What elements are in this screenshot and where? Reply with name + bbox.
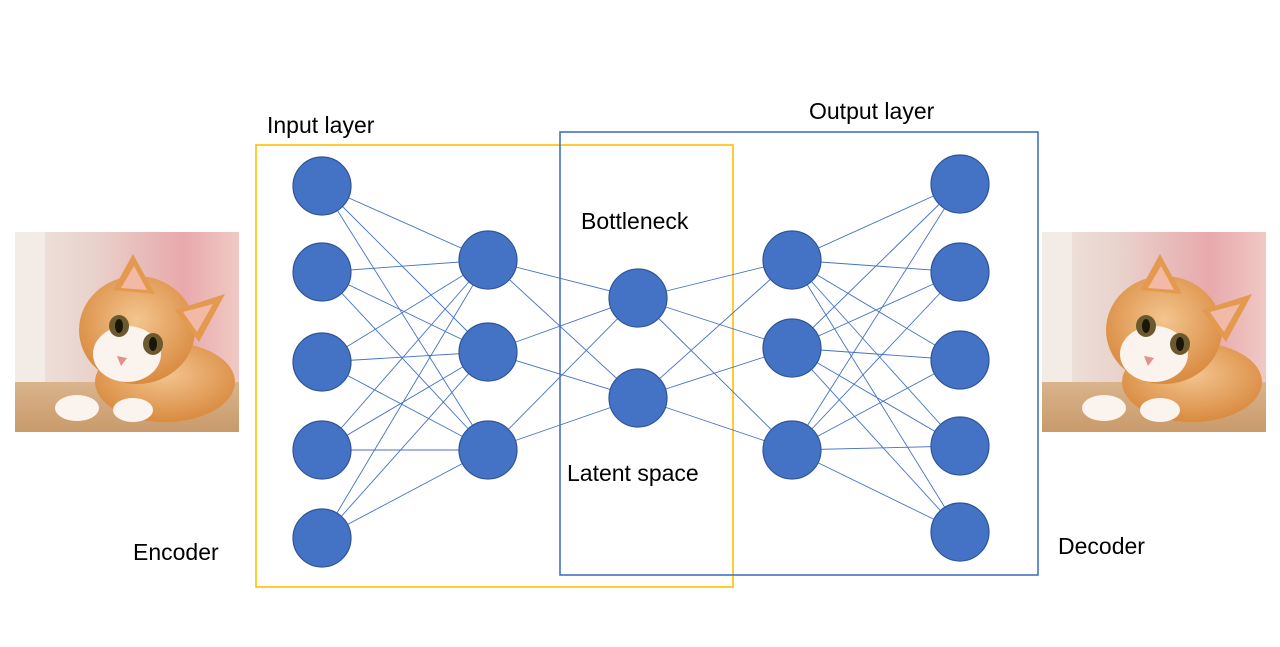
encoder-hidden-node-2 — [458, 322, 518, 382]
bottleneck-node-1 — [608, 268, 668, 328]
latent-space-label: Latent space — [567, 460, 699, 486]
edge — [321, 351, 489, 451]
edge — [791, 449, 961, 533]
bottleneck-label: Bottleneck — [581, 208, 689, 234]
output-node-4 — [930, 416, 990, 476]
edge — [321, 271, 489, 451]
edge — [791, 259, 961, 533]
input-node-4 — [292, 420, 352, 480]
encoder-hidden-node-3 — [458, 420, 518, 480]
edge — [321, 185, 489, 261]
input-layer-label: Input layer — [267, 112, 375, 138]
output-node-5 — [930, 502, 990, 562]
input-node-3 — [292, 332, 352, 392]
edge — [321, 259, 489, 363]
edge — [321, 361, 489, 451]
encoder-box — [255, 144, 734, 588]
input-node-2 — [292, 242, 352, 302]
edge — [791, 359, 961, 451]
edge — [487, 297, 639, 451]
edge — [637, 297, 793, 451]
edge — [321, 185, 489, 353]
decoder-hidden-node-1 — [762, 230, 822, 290]
edge — [637, 259, 793, 399]
encoder-label: Encoder — [133, 539, 219, 565]
edge — [487, 259, 639, 399]
edge — [791, 271, 961, 349]
edge — [791, 259, 961, 447]
decoder-label: Decoder — [1058, 533, 1145, 559]
decoder-box — [559, 131, 1039, 576]
input-node-5 — [292, 508, 352, 568]
edge — [791, 183, 961, 349]
output-layer-label: Output layer — [809, 98, 935, 124]
encoder-hidden-node-1 — [458, 230, 518, 290]
edge — [791, 183, 961, 451]
input-image — [15, 232, 239, 432]
input-node-1 — [292, 156, 352, 216]
output-node-1 — [930, 154, 990, 214]
network-nodes — [292, 154, 990, 568]
output-node-2 — [930, 242, 990, 302]
decoder-hidden-node-3 — [762, 420, 822, 480]
edge — [321, 185, 489, 451]
decoder-hidden-node-2 — [762, 318, 822, 378]
output-image — [1042, 232, 1266, 432]
edge — [791, 347, 961, 447]
output-node-3 — [930, 330, 990, 390]
edge — [791, 347, 961, 533]
bottleneck-node-2 — [608, 368, 668, 428]
edge — [791, 183, 961, 261]
edge — [321, 259, 489, 539]
edge — [321, 259, 489, 451]
edge — [321, 449, 489, 539]
edge — [321, 351, 489, 539]
edge — [791, 271, 961, 451]
edge — [321, 271, 489, 353]
